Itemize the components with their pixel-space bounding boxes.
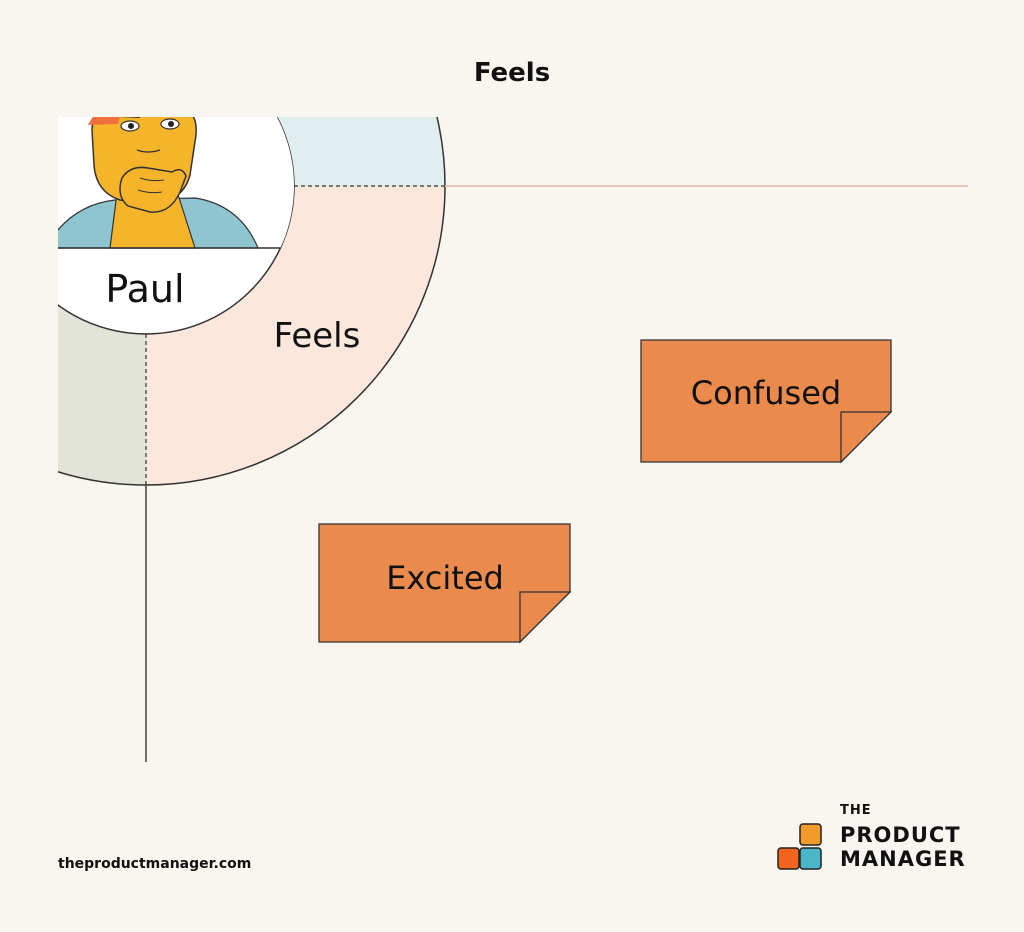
logo-wordmark: THE PRODUCT MANAGER bbox=[840, 804, 966, 873]
quadrant-label: Feels bbox=[274, 316, 361, 356]
sticky-note[interactable]: Excited bbox=[318, 523, 572, 644]
logo-squares-icon bbox=[777, 823, 822, 870]
sticky-note-fold bbox=[519, 591, 572, 644]
sticky-note-text: Confused bbox=[691, 374, 841, 412]
sticky-note-text: Excited bbox=[386, 559, 504, 597]
logo-the: THE bbox=[840, 803, 872, 818]
left-ring-sector bbox=[58, 304, 146, 485]
sticky-note-fold bbox=[840, 411, 893, 464]
avatar bbox=[58, 117, 294, 249]
feels-ring-sector bbox=[146, 186, 445, 485]
logo-line2: MANAGER bbox=[840, 847, 966, 871]
page-title: Feels bbox=[473, 58, 551, 88]
persona-name: Paul bbox=[105, 267, 184, 311]
top-ring-sector bbox=[276, 117, 445, 186]
brand-logo[interactable]: THE PRODUCT MANAGER bbox=[776, 804, 986, 874]
footer-url[interactable]: theproductmanager.com bbox=[58, 856, 252, 872]
sticky-note[interactable]: Confused bbox=[640, 339, 893, 464]
logo-line1: PRODUCT bbox=[840, 823, 961, 847]
